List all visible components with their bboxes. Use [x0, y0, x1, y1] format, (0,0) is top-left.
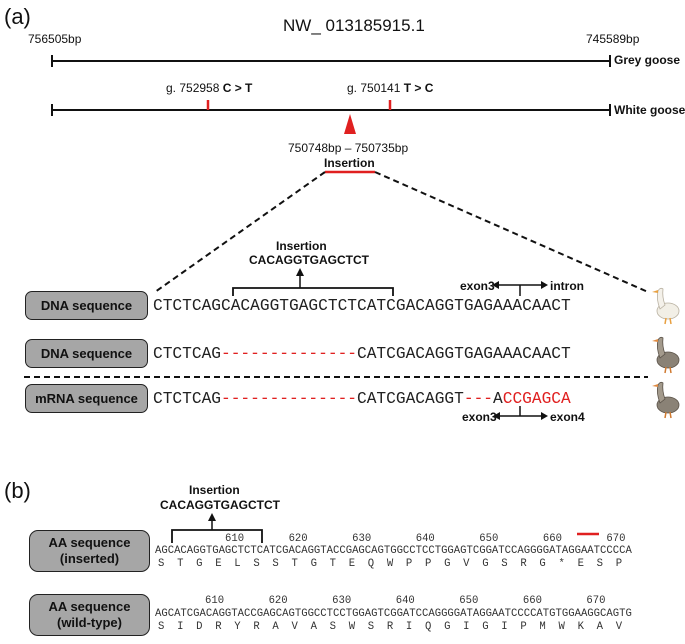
wildtype-ticks: 610 620 630 640 650 660 670 [205, 595, 606, 607]
insertion-arrow-icon [344, 114, 356, 134]
dna-sequence-box-1: DNA sequence [25, 291, 148, 320]
white-goose-label: White goose [614, 103, 685, 117]
wildtype-nucleotides: AGCATCGACAGGTACCGAGCAGTGGCCTCCTGGAGTCGGA… [155, 608, 632, 620]
insertion-title-b: Insertion [189, 483, 240, 497]
white-goose-icon [652, 287, 680, 325]
grey-goose-icon [652, 336, 680, 374]
insertion-seq-a: CACAGGTGAGCTCT [249, 253, 369, 267]
panel-a-label: (a) [4, 4, 31, 29]
exon3-label-b: exon3 [462, 410, 497, 424]
dna-sequence-1: CTCTCAGCACAGGTGAGCTCTCATCGACAGGTGAGAAACA… [153, 297, 571, 315]
end-bp: 745589bp [586, 32, 640, 46]
mrna-sequence-box: mRNA sequence [25, 384, 148, 413]
insertion-seq-b: CACAGGTGAGCTCT [160, 498, 280, 512]
grey-goose-icon [652, 381, 680, 419]
intron-label: intron [550, 279, 584, 293]
mrna-sequence: CTCTCAG--------------CATCGACAGGT---ACCGA… [153, 390, 571, 408]
exon4-label: exon4 [550, 410, 585, 424]
insertion-bracket-b [171, 529, 263, 543]
insertion-title-a: Insertion [276, 239, 327, 253]
dna-sequence-box-2: DNA sequence [25, 339, 148, 368]
zoom-line-right [374, 171, 649, 293]
inserted-nucleotides: AGCACAGGTGAGCTCTCATCGACAGGTACCGAGCAGTGGC… [155, 545, 632, 557]
zoom-line-left [154, 171, 326, 293]
exon3-label: exon3 [460, 279, 495, 293]
panel-b-label: (b) [4, 478, 31, 503]
insertion-range: 750748bp – 750735bp [288, 141, 409, 155]
accession-title: NW_ 013185915.1 [283, 16, 425, 35]
insertion-label: Insertion [324, 156, 375, 170]
start-bp: 756505bp [28, 32, 82, 46]
insertion-bracket [232, 287, 394, 296]
snp2-label: g. 750141 T > C [347, 81, 434, 95]
grey-goose-label: Grey goose [614, 53, 681, 67]
inserted-ticks: 610 620 630 640 650 660 670 [225, 533, 626, 545]
wildtype-amino-acids: S I D R Y R A V A S W S R I Q G I G I P … [158, 621, 623, 633]
inserted-amino-acids: S T G E L S S T G T E Q W P P G V G S R … [158, 558, 623, 570]
dna-sequence-2: CTCTCAG--------------CATCGACAGGTGAGAAACA… [153, 345, 571, 363]
snp1-label: g. 752958 C > T [166, 81, 253, 95]
aa-wildtype-box: AA sequence(wild-type) [29, 594, 150, 636]
aa-inserted-box: AA sequence(inserted) [29, 530, 150, 572]
